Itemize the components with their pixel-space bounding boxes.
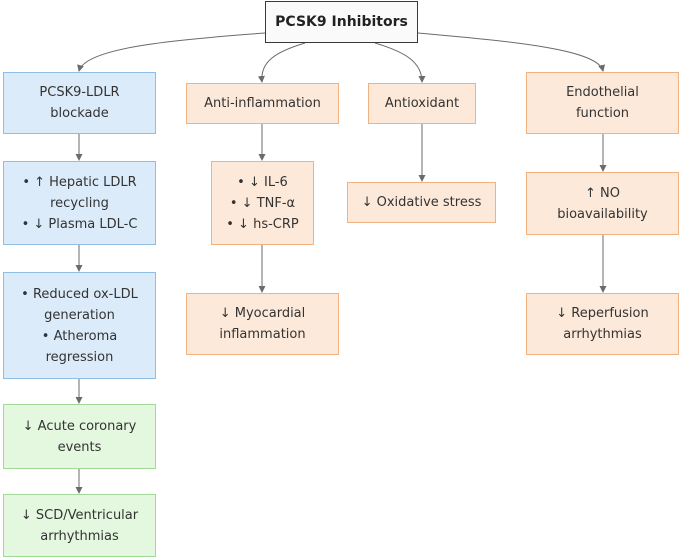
node-antioxidant: Antioxidant (368, 83, 476, 124)
edge-root-to-antioxidant (374, 42, 426, 83)
root-node-pcsk9-inhibitors: PCSK9 Inhibitors (265, 1, 418, 43)
node-reperfusion-arrhythmias: ↓ Reperfusion arrhythmias (526, 293, 679, 355)
node-reduced-ox-ldl: • Reduced ox-LDL generation • Atheroma r… (3, 272, 156, 379)
node-cytokines: • ↓ IL-6 • ↓ TNF-α • ↓ hs-CRP (211, 161, 314, 245)
node-hepatic-ldlr-recycling: • ↑ Hepatic LDLR recycling • ↓ Plasma LD… (3, 161, 156, 245)
node-oxidative-stress: ↓ Oxidative stress (347, 182, 496, 223)
node-endothelial-function: Endothelial function (526, 72, 679, 134)
node-pcsk9-ldlr-blockade: PCSK9-LDLR blockade (3, 72, 156, 134)
node-acute-coronary-events: ↓ Acute coronary events (3, 404, 156, 469)
edge-root-to-anti-inflammation (257, 42, 306, 83)
edge-root-to-endothelial (417, 32, 605, 72)
node-myocardial-inflammation: ↓ Myocardial inflammation (186, 293, 339, 355)
node-no-bioavailability: ↑ NO bioavailability (526, 172, 679, 235)
edge-root-to-ldlr-blockade (77, 32, 266, 72)
node-scd-ventricular-arrhythmias: ↓ SCD/Ventricular arrhythmias (3, 494, 156, 557)
node-anti-inflammation: Anti-inflammation (186, 83, 339, 124)
